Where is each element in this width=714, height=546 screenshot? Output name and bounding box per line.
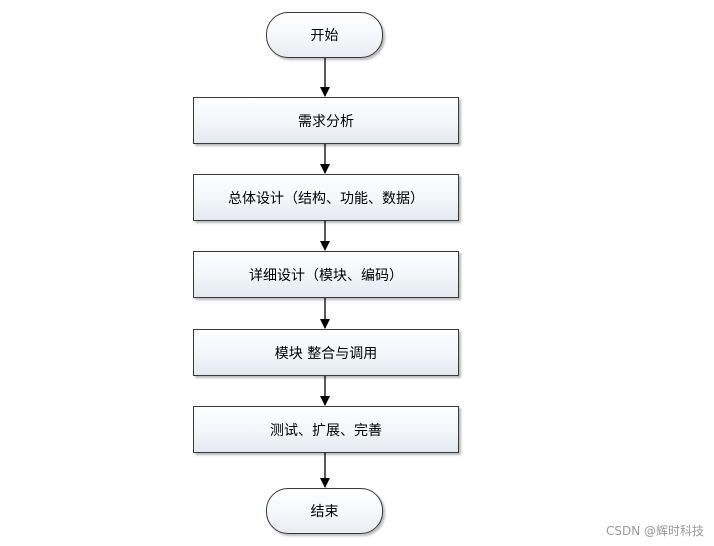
process-step-overall-design: 总体设计（结构、功能、数据） [193,174,459,221]
process-step-requirements-analysis: 需求分析 [193,97,459,144]
step-label: 测试、扩展、完善 [270,422,382,439]
process-step-testing: 测试、扩展、完善 [193,406,459,453]
step-label: 模块 整合与调用 [274,345,378,362]
end-label: 结束 [310,504,339,520]
process-step-module-integration: 模块 整合与调用 [193,329,459,376]
step-label: 需求分析 [298,113,354,130]
step-label: 详细设计（模块、编码） [249,267,403,284]
watermark-text: CSDN @辉时科技 [606,524,705,538]
start-label: 开始 [310,28,339,44]
end-terminal: 结束 [266,488,383,534]
process-step-detailed-design: 详细设计（模块、编码） [193,251,459,298]
start-terminal: 开始 [266,12,383,58]
step-label: 总体设计（结构、功能、数据） [228,190,424,207]
